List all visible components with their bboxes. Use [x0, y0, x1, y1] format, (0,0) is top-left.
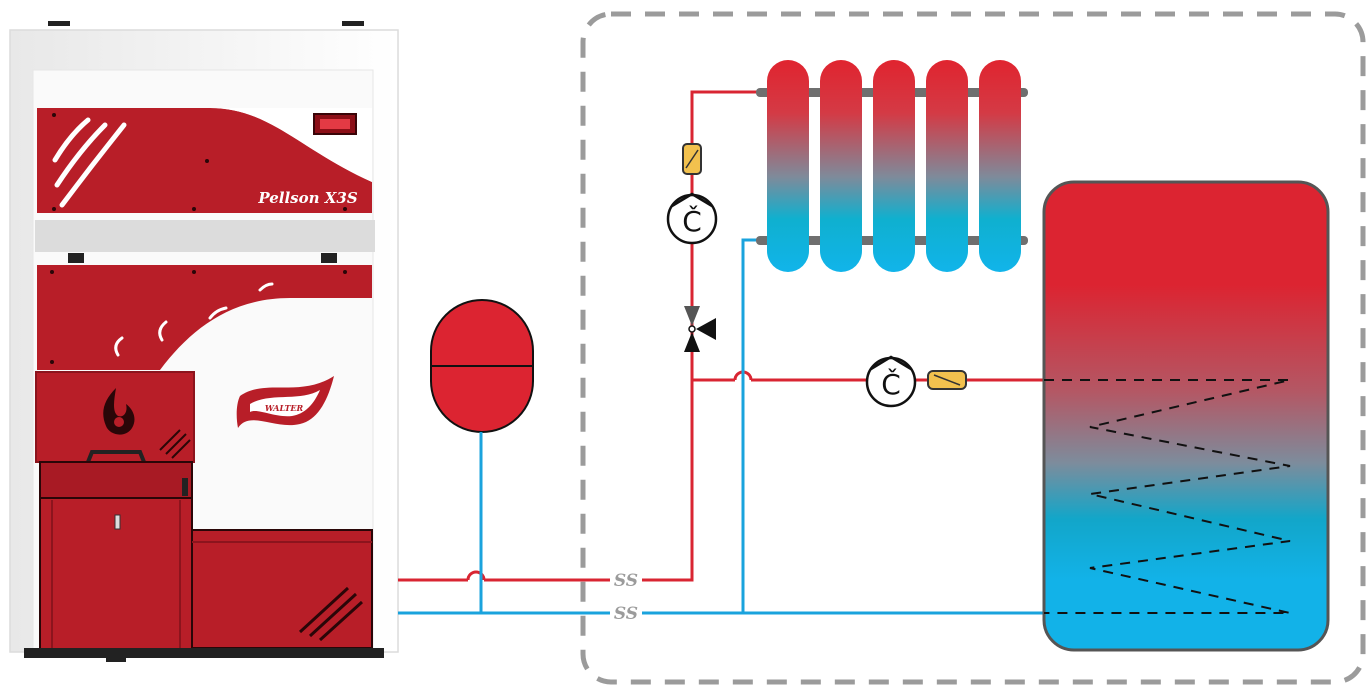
flame-decoration	[114, 336, 124, 357]
radiator-section	[873, 60, 915, 272]
expansion-vessel	[430, 299, 534, 433]
swoosh-line-2	[54, 122, 108, 188]
rivet	[50, 270, 54, 274]
pump-direction-mark	[870, 355, 912, 371]
boiler-top-mark-right	[342, 21, 364, 26]
boiler-foot	[106, 656, 126, 662]
return-riser	[741, 238, 758, 613]
flame-decoration	[208, 306, 228, 320]
radiator-section	[926, 60, 968, 272]
boiler-top-mark-left	[48, 21, 70, 26]
pump-symbol: Č	[881, 367, 901, 401]
pipe-break-return: SS	[614, 604, 638, 624]
pump-direction-mark	[671, 192, 713, 208]
circulation-pump-tank: Č	[865, 355, 917, 408]
pipe-break-supply: SS	[614, 571, 638, 591]
auger-vent-lines	[298, 586, 364, 642]
boiler-middle-panel	[37, 265, 372, 370]
rivet	[192, 270, 196, 274]
pump-symbol: Č	[682, 204, 702, 238]
hopper-latch	[114, 514, 121, 530]
hot-water-tank	[1042, 180, 1330, 652]
brand-logo-text: WALTER	[265, 403, 304, 413]
rivet	[343, 207, 347, 211]
swoosh-line-3	[59, 122, 127, 208]
boiler-grey-band	[35, 220, 375, 252]
burner-vent-lines	[159, 429, 191, 459]
pellet-hopper-lid	[39, 461, 193, 499]
burner-flame-icon	[103, 388, 135, 435]
thermostatic-valve-horizontal-mark	[933, 374, 961, 386]
swoosh-line-1	[52, 117, 91, 163]
radiator-section	[979, 60, 1021, 272]
circulation-pump-radiator: Č	[666, 192, 718, 245]
boiler-model-label: Pellson X3S	[257, 189, 357, 207]
hinge-left	[68, 253, 84, 263]
rivet	[52, 207, 56, 211]
rivet	[50, 360, 54, 364]
three-way-valve-center	[688, 325, 696, 333]
radiator	[767, 60, 1021, 272]
auger-housing	[191, 529, 373, 649]
brand-logo-inner	[250, 390, 320, 417]
tank-heat-exchanger-coil	[1044, 379, 1291, 614]
boiler-supply-hop	[466, 570, 486, 581]
rivet	[343, 270, 347, 274]
radiator-section	[767, 60, 809, 272]
burner-flame-core	[114, 417, 124, 427]
three-way-valve-side	[696, 318, 716, 340]
rivet	[205, 159, 209, 163]
hopper-side-clip	[182, 478, 188, 496]
control-display-screen	[320, 119, 350, 129]
rivet	[52, 113, 56, 117]
flame-decoration	[258, 282, 274, 292]
tank-body	[1042, 180, 1330, 652]
pellet-boiler: Pellson X3S WALTER	[9, 21, 399, 662]
boiler-base	[24, 648, 384, 658]
boiler-top-panel	[37, 108, 372, 213]
three-way-valve-bottom	[684, 332, 700, 352]
hinge-right	[321, 253, 337, 263]
rivet	[192, 207, 196, 211]
radiator-section	[820, 60, 862, 272]
three-way-valve	[684, 306, 716, 352]
three-way-valve-top	[684, 306, 700, 326]
flame-decoration	[158, 320, 168, 342]
installation-boundary	[580, 11, 1366, 685]
pellet-hopper-handle	[86, 450, 146, 463]
thermostatic-valve-vertical-mark	[685, 149, 699, 169]
